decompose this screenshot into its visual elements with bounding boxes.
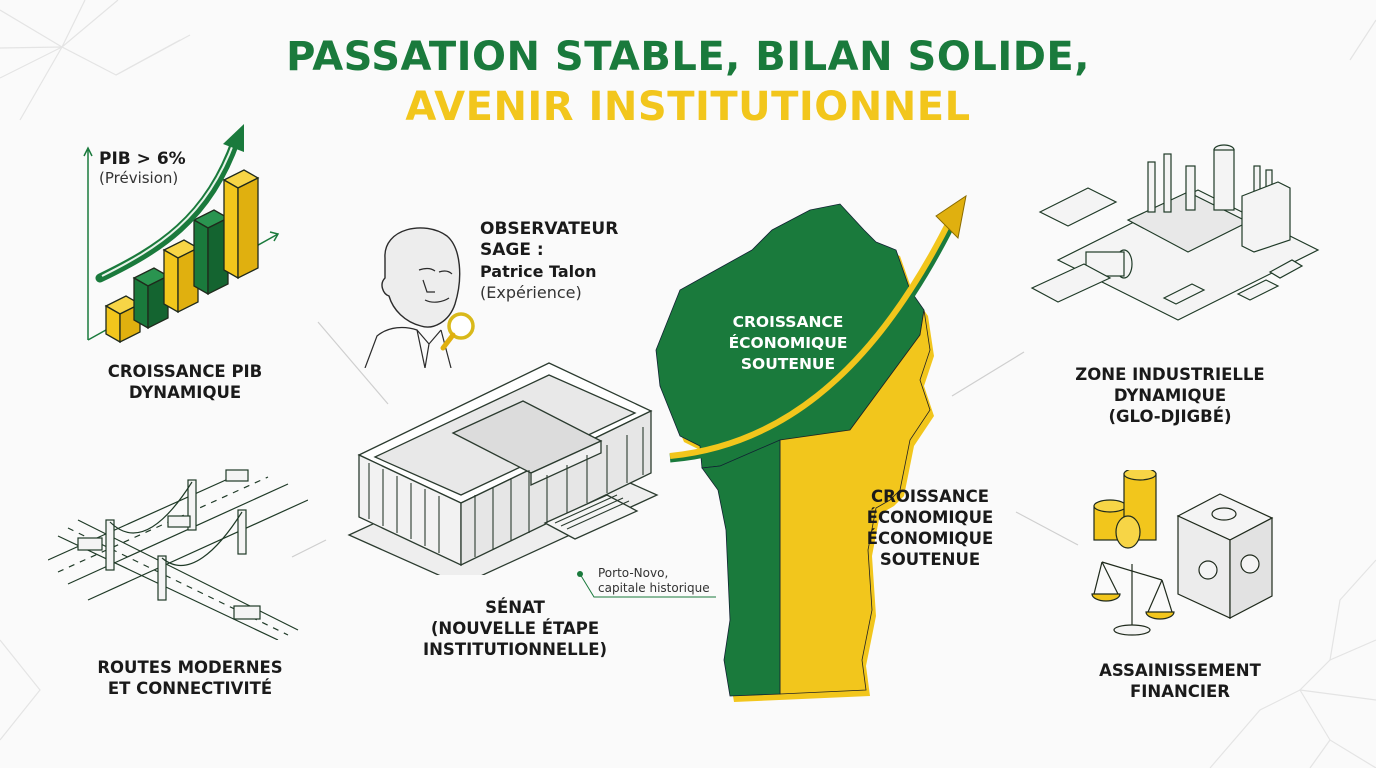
factory-port-icon	[1030, 144, 1320, 321]
senate-label: SÉNAT (NOUVELLE ÉTAPE INSTITUTIONNELLE)	[422, 598, 608, 659]
observer-caption: OBSERVATEUR SAGE : Patrice Talon (Expéri…	[480, 219, 619, 302]
pib-forecast-value: PIB > 6%	[99, 149, 186, 169]
title-line-1: PASSATION STABLE, BILAN SOLIDE,	[286, 34, 1090, 80]
highway-interchange-icon	[48, 469, 308, 640]
pib-growth-label: CROISSANCE PIB DYNAMIQUE	[107, 362, 263, 402]
finance-label: ASSAINISSEMENT FINANCIER	[1099, 661, 1261, 701]
coins-scale-safe-icon	[1091, 470, 1274, 636]
observer-name: Patrice Talon	[480, 262, 597, 281]
title-line-2: AVENIR INSTITUTIONNEL	[405, 84, 971, 130]
rising-bar-chart-icon	[83, 124, 280, 344]
portrait-with-magnifier-icon	[364, 227, 475, 368]
map-growth-label: CROISSANCE ÉCONOMIQUE SOUTENUE	[728, 313, 848, 373]
pib-annotation: PIB > 6% (Prévision)	[99, 149, 186, 187]
growth-repeat-label: CROISSANCE ÉCONOMIQUE ÉCONOMIQUE SOUTENU…	[866, 487, 994, 569]
benin-map-icon	[655, 194, 967, 702]
pib-forecast-note: (Prévision)	[99, 169, 179, 187]
industrial-zone-label: ZONE INDUSTRIELLE DYNAMIQUE (GLO-DJIGBÉ)	[1075, 365, 1265, 426]
senate-building-icon	[347, 362, 659, 575]
roads-label: ROUTES MODERNES ET CONNECTIVITÉ	[97, 658, 283, 698]
